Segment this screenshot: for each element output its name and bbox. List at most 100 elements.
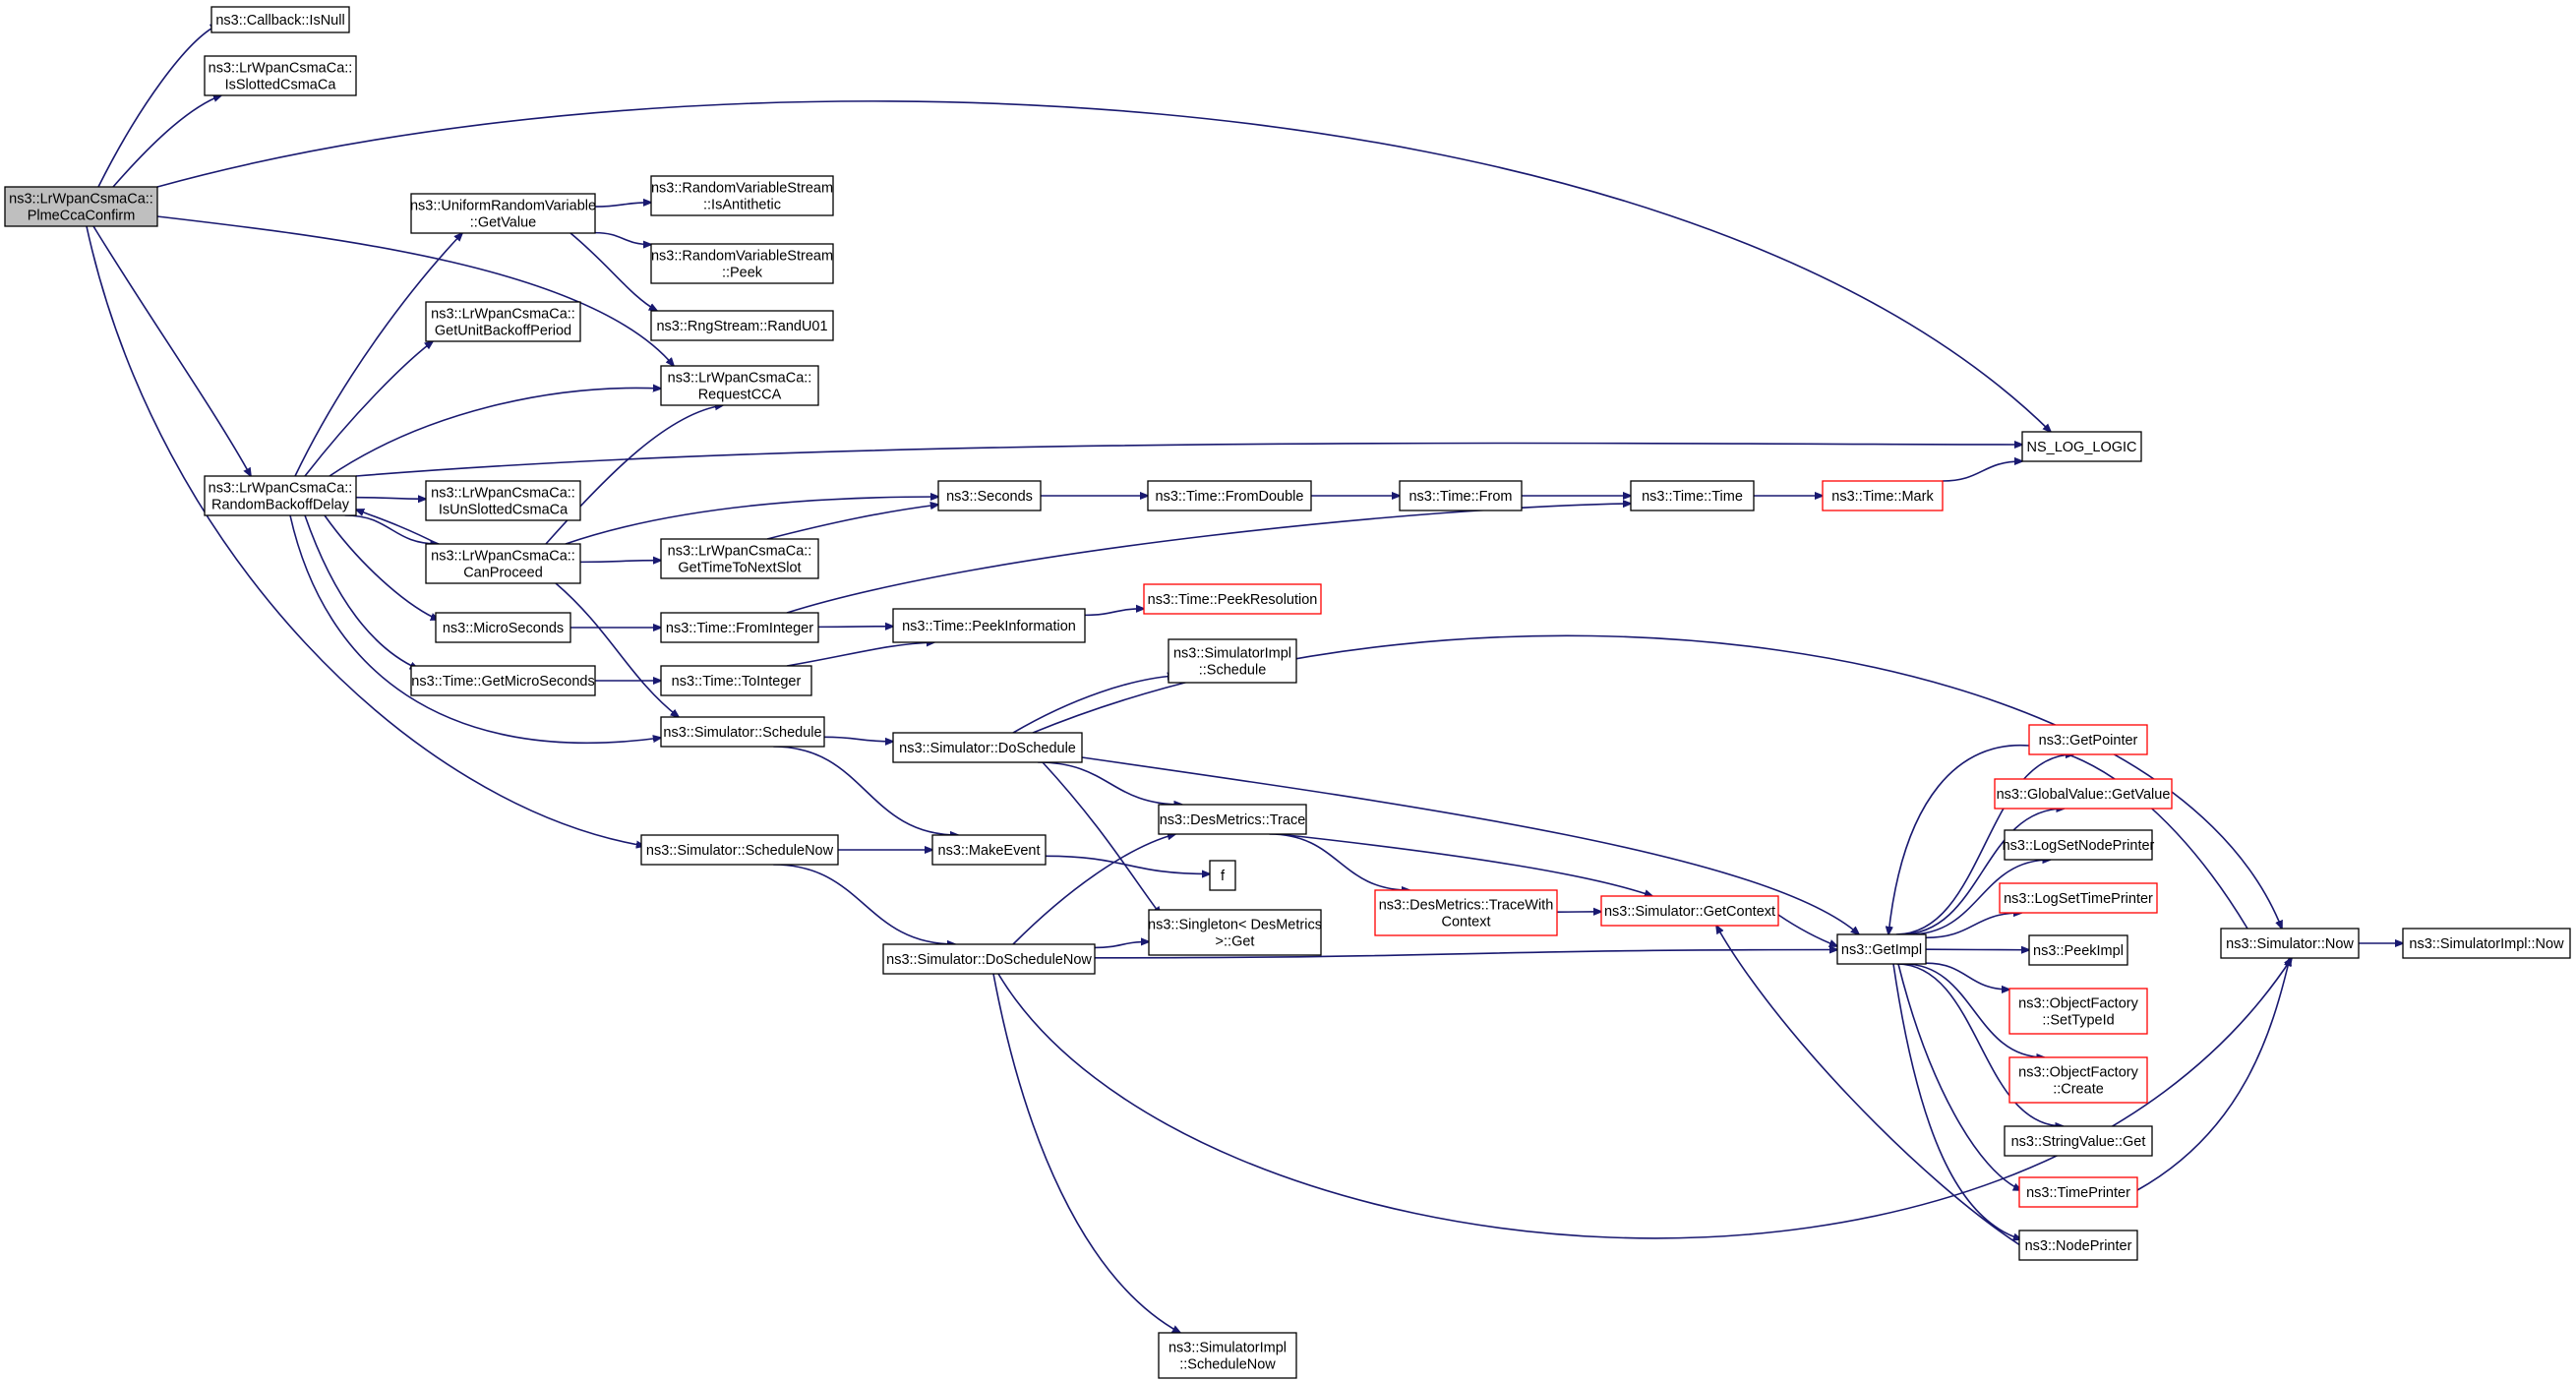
node-label-isunslotted-0: ns3::LrWpanCsmaCa::: [431, 485, 575, 501]
node-box-doschedule: [892, 732, 1083, 763]
node-label-requestcca-1: RequestCCA: [698, 387, 782, 402]
node-box-mark: [1822, 480, 1944, 511]
node-canproceed[interactable]: ns3::LrWpanCsmaCa::CanProceed: [425, 543, 581, 584]
node-randombackoff[interactable]: ns3::LrWpanCsmaCa::RandomBackoffDelay: [204, 475, 357, 516]
node-box-simimpl_sched: [1168, 638, 1297, 684]
node-label-root-1: PlmeCcaConfirm: [28, 208, 136, 223]
node-label-lognode-0: ns3::LogSetNodePrinter: [2003, 838, 2155, 854]
node-simimpl_sched[interactable]: ns3::SimulatorImpl::Schedule: [1168, 638, 1297, 684]
node-getimpl[interactable]: ns3::GetImpl: [1836, 933, 1927, 965]
node-box-doschednow: [882, 943, 1096, 975]
node-microseconds[interactable]: ns3::MicroSeconds: [435, 612, 571, 643]
node-time[interactable]: ns3::Time::Time: [1630, 480, 1755, 511]
edge-getimpl-to-create: [1903, 963, 2045, 1057]
node-doschednow[interactable]: ns3::Simulator::DoScheduleNow: [882, 943, 1096, 975]
node-seconds[interactable]: ns3::Seconds: [937, 480, 1042, 511]
node-getpointer[interactable]: ns3::GetPointer: [2028, 724, 2148, 755]
node-label-peek_rvs-0: ns3::RandomVariableStream: [651, 248, 833, 264]
node-peekinfo[interactable]: ns3::Time::PeekInformation: [892, 608, 1086, 643]
node-getunit[interactable]: ns3::LrWpanCsmaCa::GetUnitBackoffPeriod: [425, 301, 581, 342]
edge-root-to-randombackoff: [92, 225, 251, 476]
node-label-frominteger-0: ns3::Time::FromInteger: [666, 621, 813, 636]
node-box-nodeprinter: [2018, 1230, 2138, 1261]
node-tointeger[interactable]: ns3::Time::ToInteger: [660, 665, 812, 696]
edge-randombackoff-to-canproceed: [344, 514, 439, 544]
node-getvalue_u[interactable]: ns3::UniformRandomVariable::GetValue: [410, 193, 596, 234]
node-simimpl_schednow[interactable]: ns3::SimulatorImpl::ScheduleNow: [1158, 1332, 1297, 1379]
node-box-canproceed: [425, 543, 581, 584]
node-destrace[interactable]: ns3::DesMetrics::Trace: [1158, 804, 1307, 835]
node-schedulenow[interactable]: ns3::Simulator::ScheduleNow: [640, 834, 839, 866]
node-box-destrace: [1158, 804, 1307, 835]
node-randu01[interactable]: ns3::RngStream::RandU01: [650, 310, 834, 341]
node-label-mark-0: ns3::Time::Mark: [1831, 489, 1934, 505]
node-peek_rvs[interactable]: ns3::RandomVariableStream::Peek: [650, 243, 834, 284]
edge-gettimenext-to-seconds: [766, 505, 938, 540]
node-isnull[interactable]: ns3::Callback::IsNull: [210, 6, 350, 33]
node-label-randombackoff-0: ns3::LrWpanCsmaCa::: [209, 480, 353, 496]
node-stringget[interactable]: ns3::StringValue::Get: [2004, 1125, 2153, 1157]
node-create[interactable]: ns3::ObjectFactory::Create: [2008, 1056, 2148, 1104]
node-doschedule[interactable]: ns3::Simulator::DoSchedule: [892, 732, 1083, 763]
edge-canproceed-to-requestcca: [545, 405, 723, 545]
node-logtime[interactable]: ns3::LogSetTimePrinter: [1999, 882, 2158, 914]
node-box-randu01: [650, 310, 834, 341]
node-box-lognode: [2004, 829, 2153, 861]
edge-getvalue_u-to-randu01: [569, 232, 657, 311]
node-timeprinter[interactable]: ns3::TimePrinter: [2018, 1176, 2138, 1208]
node-frominteger[interactable]: ns3::Time::FromInteger: [660, 612, 819, 643]
node-label-gettimenext-0: ns3::LrWpanCsmaCa::: [668, 543, 812, 559]
node-box-peekinfo: [892, 608, 1086, 643]
node-box-settypeid: [2008, 988, 2148, 1035]
node-root[interactable]: ns3::LrWpanCsmaCa::PlmeCcaConfirm: [4, 186, 158, 227]
node-label-isanti-1: ::IsAntithetic: [703, 197, 781, 212]
node-box-microseconds: [435, 612, 571, 643]
node-simnow[interactable]: ns3::Simulator::Now: [2220, 928, 2360, 959]
node-mark[interactable]: ns3::Time::Mark: [1822, 480, 1944, 511]
edge-schedule-to-doschedule: [823, 736, 893, 741]
node-label-isanti-0: ns3::RandomVariableStream: [651, 180, 833, 196]
node-getcontext[interactable]: ns3::Simulator::GetContext: [1600, 895, 1779, 927]
node-label-simimplnow-0: ns3::SimulatorImpl::Now: [2409, 936, 2564, 952]
node-requestcca[interactable]: ns3::LrWpanCsmaCa::RequestCCA: [660, 365, 819, 406]
node-singleton[interactable]: ns3::Singleton< DesMetrics>::Get: [1148, 909, 1322, 956]
node-box-makeevent: [931, 834, 1047, 866]
node-fromdouble[interactable]: ns3::Time::FromDouble: [1147, 480, 1312, 511]
node-from[interactable]: ns3::Time::From: [1399, 480, 1523, 511]
node-peekimpl[interactable]: ns3::PeekImpl: [2028, 934, 2128, 966]
node-label-root-0: ns3::LrWpanCsmaCa::: [9, 191, 153, 207]
edge-doschedule-to-singleton: [1042, 761, 1161, 915]
edge-getcontext-to-getimpl: [1777, 914, 1837, 946]
node-label-isnull-0: ns3::Callback::IsNull: [215, 13, 344, 29]
edge-destrace-to-getcontext: [1278, 833, 1652, 896]
node-simimplnow[interactable]: ns3::SimulatorImpl::Now: [2402, 928, 2571, 959]
node-peekres[interactable]: ns3::Time::PeekResolution: [1143, 583, 1322, 615]
node-lognode[interactable]: ns3::LogSetNodePrinter: [2003, 829, 2155, 861]
node-f[interactable]: f: [1209, 860, 1236, 891]
node-schedule[interactable]: ns3::Simulator::Schedule: [660, 716, 825, 748]
node-gettimenext[interactable]: ns3::LrWpanCsmaCa::GetTimeToNextSlot: [660, 538, 819, 579]
node-box-isanti: [650, 175, 834, 216]
edge-tointeger-to-peekinfo: [786, 642, 934, 667]
node-label-peekimpl-0: ns3::PeekImpl: [2033, 943, 2124, 959]
node-nslog[interactable]: NS_LOG_LOGIC: [2021, 431, 2142, 462]
node-isanti[interactable]: ns3::RandomVariableStream::IsAntithetic: [650, 175, 834, 216]
node-makeevent[interactable]: ns3::MakeEvent: [931, 834, 1047, 866]
node-settypeid[interactable]: ns3::ObjectFactory::SetTypeId: [2008, 988, 2148, 1035]
edge-root-to-nslog: [156, 100, 2051, 432]
edge-doschednow-to-simimpl_schednow: [992, 973, 1180, 1333]
edge-getimpl-to-stringget: [1896, 963, 2063, 1126]
node-box-seconds: [937, 480, 1042, 511]
node-label-f-0: f: [1221, 869, 1226, 884]
node-label-stringget-0: ns3::StringValue::Get: [2011, 1134, 2146, 1150]
edge-destrace-to-tracewith: [1269, 833, 1410, 890]
node-box-isslotted: [204, 55, 357, 96]
node-box-getunit: [425, 301, 581, 342]
node-nodeprinter[interactable]: ns3::NodePrinter: [2018, 1230, 2138, 1261]
node-globalget[interactable]: ns3::GlobalValue::GetValue: [1994, 778, 2173, 810]
edge-getvalue_u-to-isanti: [594, 203, 651, 208]
node-isunslotted[interactable]: ns3::LrWpanCsmaCa::IsUnSlottedCsmaCa: [425, 480, 581, 521]
node-isslotted[interactable]: ns3::LrWpanCsmaCa::IsSlottedCsmaCa: [204, 55, 357, 96]
node-getmicro[interactable]: ns3::Time::GetMicroSeconds: [410, 665, 596, 696]
